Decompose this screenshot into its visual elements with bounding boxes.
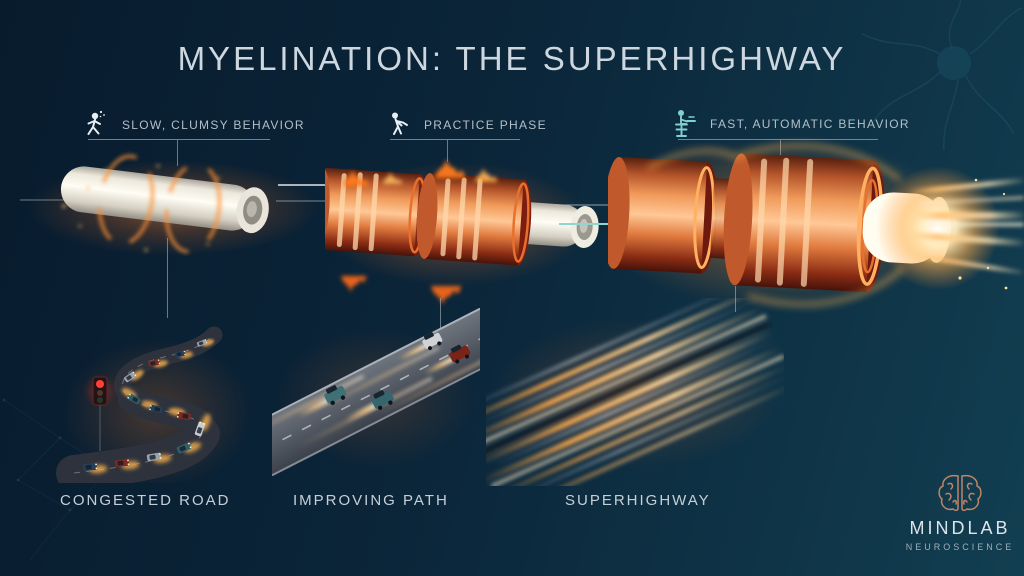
stage1-header: SLOW, CLUMSY BEHAVIOR	[84, 110, 305, 140]
stage1-behavior-label: SLOW, CLUMSY BEHAVIOR	[122, 118, 305, 132]
traffic-light	[88, 376, 112, 451]
seated-worker-icon	[675, 110, 696, 137]
stage2-header: PRACTICE PHASE	[386, 110, 547, 140]
brand-block: MINDLAB NEUROSCIENCE	[896, 472, 1024, 552]
page-title: MYELINATION: THE SUPERHIGHWAY	[177, 40, 847, 77]
stage2-underline	[390, 139, 520, 140]
partially-myelinated-axon-illustration	[325, 159, 599, 305]
road1-label: CONGESTED ROAD	[60, 492, 231, 509]
superhighway-illustration	[486, 298, 784, 486]
road2-label: IMPROVING PATH	[293, 492, 449, 509]
congested-road-illustration	[56, 326, 250, 483]
stage3-behavior-label: FAST, AUTOMATIC BEHAVIOR	[710, 117, 910, 131]
brand-name: MINDLAB	[909, 518, 1011, 538]
stage1-underline	[88, 139, 270, 140]
stumbling-person-icon	[87, 110, 105, 135]
road3-label: SUPERHIGHWAY	[565, 492, 711, 509]
stage2-connector-bottom	[440, 298, 441, 330]
bare-axon-illustration	[20, 154, 318, 256]
stage3-header: FAST, AUTOMATIC BEHAVIOR	[670, 108, 910, 140]
stage1-connector-bottom	[167, 238, 168, 318]
stage2-connector-top	[447, 140, 448, 162]
fully-myelinated-axon-illustration	[608, 138, 1024, 308]
stage2-behavior-label: PRACTICE PHASE	[424, 118, 547, 132]
practicing-person-icon	[392, 112, 408, 135]
stage1-connector-top	[177, 140, 178, 166]
brain-icon	[938, 474, 982, 512]
neuron-background-decoration	[861, 0, 1023, 150]
brand-subtitle: NEUROSCIENCE	[905, 542, 1015, 552]
improving-path-illustration	[272, 308, 480, 476]
